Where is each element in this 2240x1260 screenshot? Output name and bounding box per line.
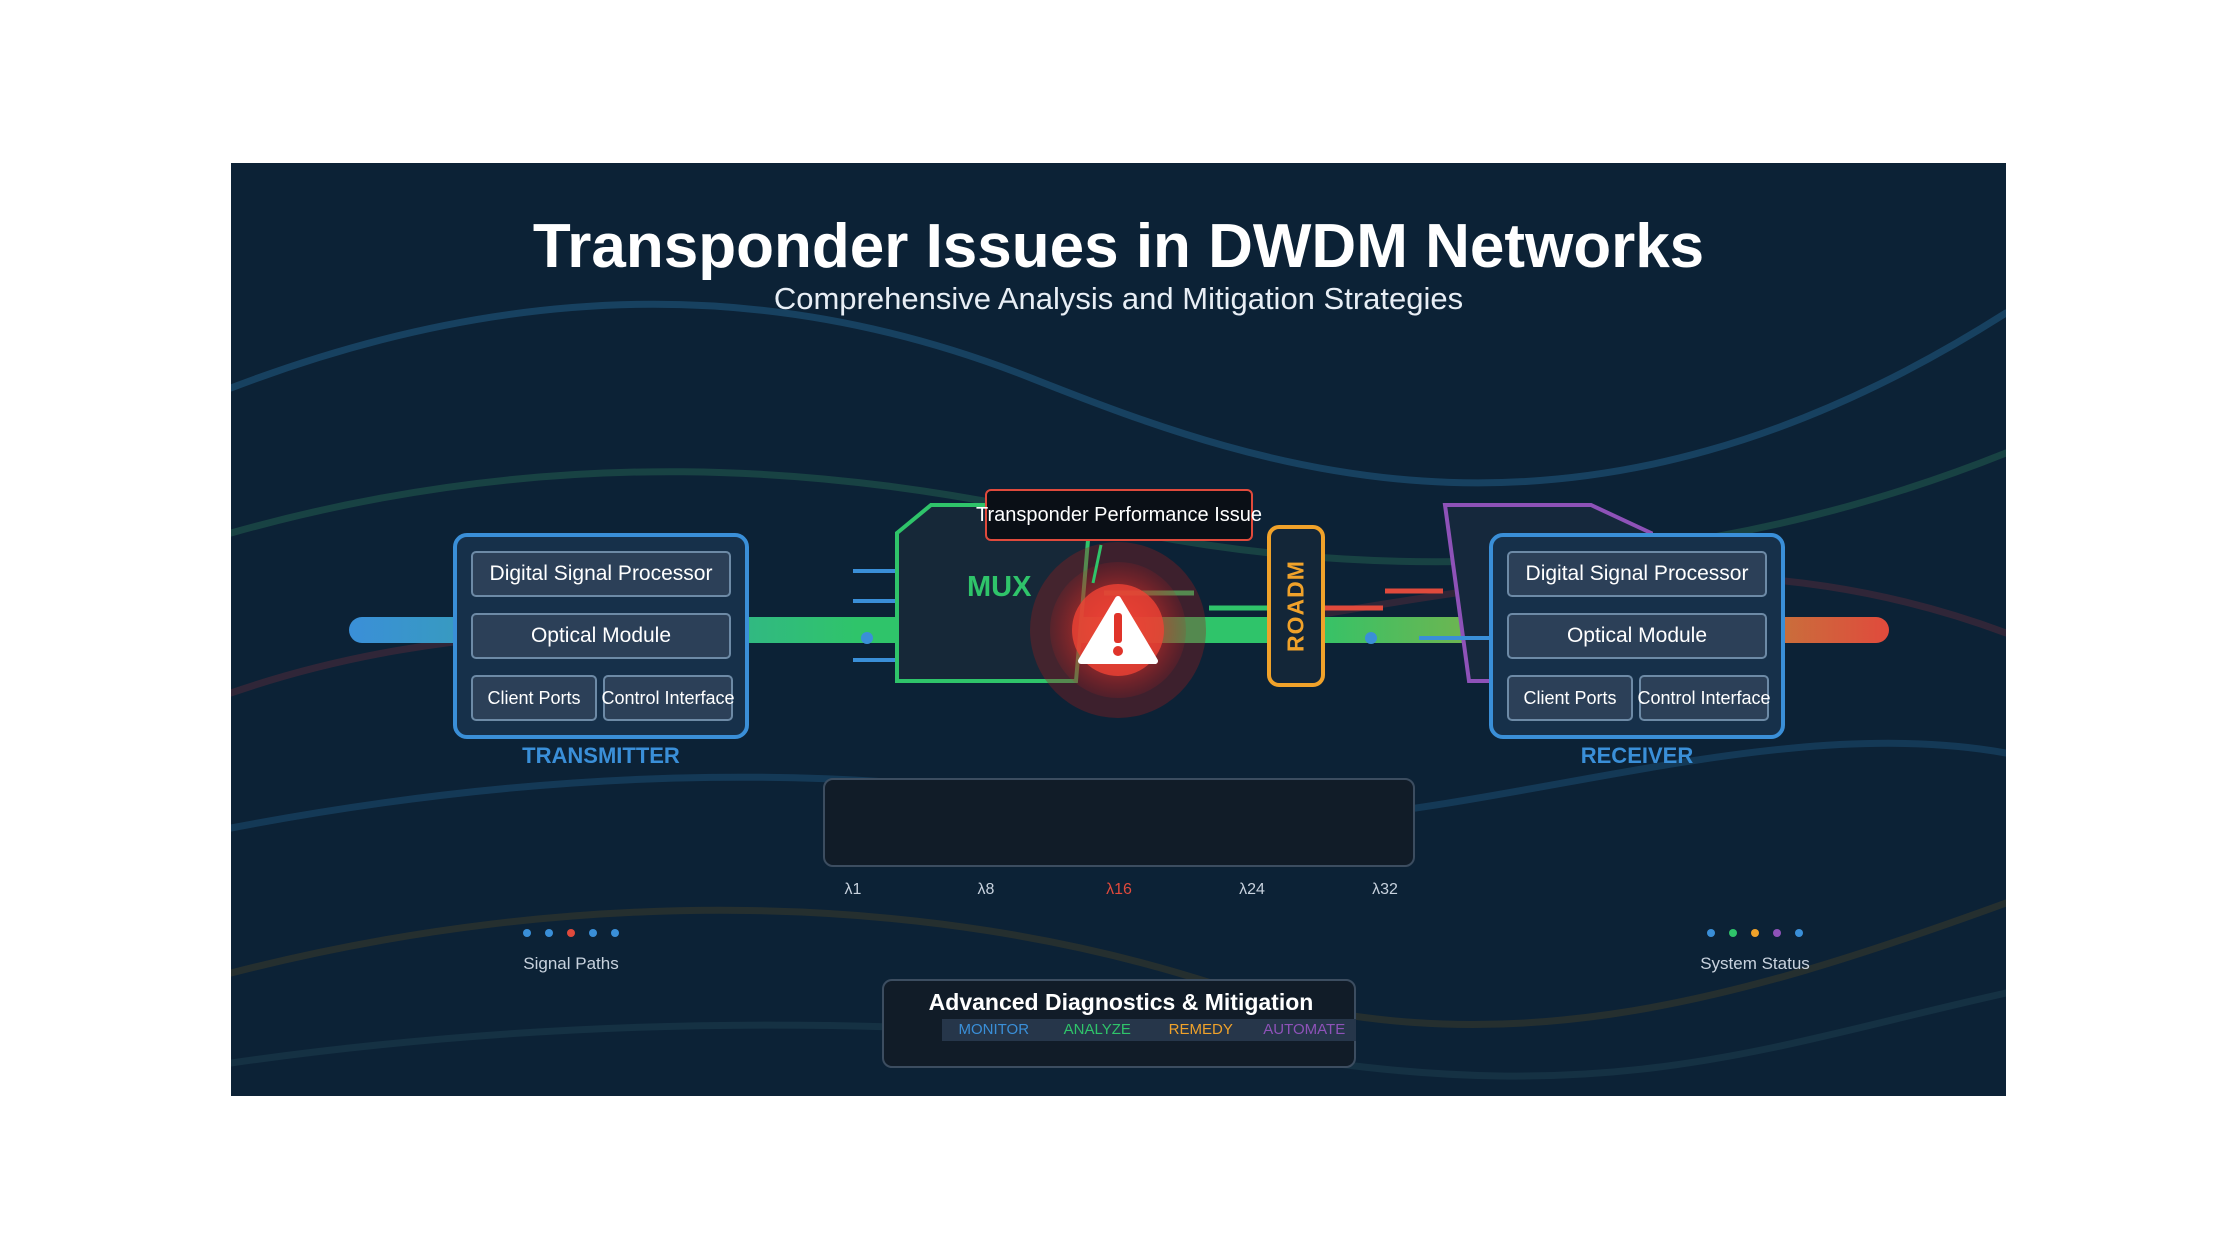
roadm-label: ROADM: [1282, 560, 1309, 652]
step-remedy: REMEDY: [1168, 1021, 1233, 1038]
mux-input-lanes: [853, 569, 897, 662]
step-analyze: ANALYZE: [1063, 1021, 1131, 1038]
transmitter-optical-module: Optical Module: [471, 613, 731, 659]
issue-callout: Transponder Performance Issue: [976, 489, 1262, 541]
receiver-optical-module: Optical Module: [1507, 613, 1767, 659]
legend-dot: [567, 929, 575, 937]
step-automate: AUTOMATE: [1263, 1021, 1346, 1038]
step-monitor: MONITOR: [958, 1021, 1030, 1038]
legend-dot: [1773, 929, 1781, 937]
legend-dot: [611, 929, 619, 937]
wavelength-label: λ8: [977, 881, 995, 898]
slide: Transponder Issues in DWDM Networks Comp…: [231, 163, 2006, 1096]
transmitter-control-interface: Control Interface: [601, 675, 735, 721]
transmitter-dsp: Digital Signal Processor: [471, 551, 731, 597]
page-title: Transponder Issues in DWDM Networks: [532, 212, 1705, 281]
signal-node: [861, 632, 873, 644]
legend-dot: [589, 929, 597, 937]
wavelength-label: λ32: [1372, 881, 1398, 898]
diagnostics-steps: MONITOR ANALYZE REMEDY AUTOMATE: [942, 1019, 1356, 1041]
wavelength-label: λ1: [844, 881, 862, 898]
transmitter-unit: Digital Signal Processor Optical Module …: [453, 533, 749, 739]
roadm-block: ROADM: [1267, 525, 1325, 687]
diagnostics-panel: Advanced Diagnostics & Mitigation MONITO…: [882, 979, 1356, 1068]
mux-label: MUX: [967, 571, 1032, 603]
warning-triangle-icon: [1078, 596, 1158, 664]
legend-dot: [1707, 929, 1715, 937]
wavelength-spectrum-panel: [823, 778, 1415, 867]
receiver-client-ports: Client Ports: [1507, 675, 1633, 721]
wavelength-label: λ16: [1106, 881, 1132, 898]
receiver-unit: Digital Signal Processor Optical Module …: [1489, 533, 1785, 739]
diagnostics-title: Advanced Diagnostics & Mitigation: [928, 989, 1314, 1015]
system-status-label: System Status: [1700, 954, 1810, 973]
legend-dot: [1751, 929, 1759, 937]
legend-dot: [1729, 929, 1737, 937]
transmitter-label: TRANSMITTER: [522, 743, 680, 768]
wavelength-label: λ24: [1239, 881, 1265, 898]
receiver-dsp: Digital Signal Processor: [1507, 551, 1767, 597]
callout-pointer: [1091, 544, 1103, 584]
legend-dot: [1795, 929, 1803, 937]
receiver-control-interface: Control Interface: [1637, 675, 1771, 721]
receiver-label: RECEIVER: [1580, 743, 1694, 768]
signal-node: [1365, 632, 1377, 644]
transmitter-client-ports: Client Ports: [471, 675, 597, 721]
signal-paths-label: Signal Paths: [523, 954, 619, 973]
legend-dot: [545, 929, 553, 937]
legend-dot: [523, 929, 531, 937]
page-subtitle: Comprehensive Analysis and Mitigation St…: [773, 281, 1464, 316]
